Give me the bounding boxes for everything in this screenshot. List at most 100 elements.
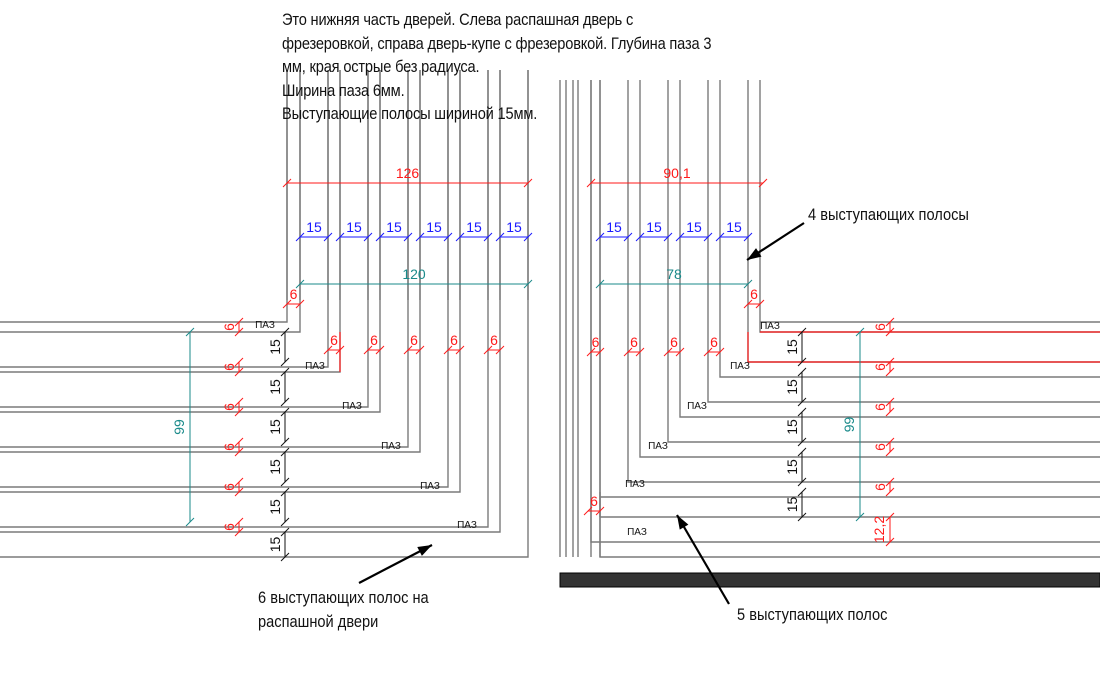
dim-tick [363, 345, 373, 355]
dim-value: 15 [784, 459, 800, 475]
dim-tick [415, 232, 425, 242]
dim-tick [595, 279, 605, 289]
dim-tick [885, 512, 895, 522]
strip-contour [0, 70, 288, 323]
dim-value: 6 [221, 483, 237, 491]
callout-right-bottom: 5 выступающих полос [737, 605, 888, 624]
dim-value: 15 [267, 419, 283, 435]
dim-value: 126 [396, 165, 420, 181]
dim-value: 15 [784, 339, 800, 355]
dim-tick [623, 347, 633, 357]
dim-tick [885, 367, 895, 377]
note-line: мм, края острые без радиуса. [282, 57, 480, 76]
dim-tick [363, 232, 373, 242]
dim-tick [234, 517, 244, 527]
dim-tick [495, 345, 505, 355]
dim-tick [234, 527, 244, 537]
dim-tick [523, 279, 533, 289]
dim-tick [335, 232, 345, 242]
dim-tick [280, 487, 290, 497]
groove-label: ПАЗ [625, 479, 645, 490]
dim-value: 15 [306, 219, 322, 235]
dim-value: 6 [410, 332, 418, 348]
dim-tick [885, 407, 895, 417]
dim-tick [282, 299, 292, 309]
dim-tick [797, 512, 807, 522]
dim-value: 6 [370, 332, 378, 348]
groove-label: ПАЗ [342, 401, 362, 412]
dim-tick [703, 232, 713, 242]
dim-tick [743, 232, 753, 242]
strip-contour [0, 70, 381, 413]
groove-label: ПАЗ [420, 481, 440, 492]
dim-tick [234, 317, 244, 327]
dim-tick [758, 178, 768, 188]
dim-value: 6 [221, 323, 237, 331]
dim-value: 15 [386, 219, 402, 235]
dim-value: 6 [450, 332, 458, 348]
dim-value: 6 [872, 403, 888, 411]
dim-tick [755, 299, 765, 309]
dim-tick [583, 506, 593, 516]
dim-tick [885, 327, 895, 337]
dim-tick [663, 347, 673, 357]
strip-contour [639, 80, 1100, 458]
dim-value: 6 [221, 363, 237, 371]
dim-tick [703, 347, 713, 357]
callout-right-top: 4 выступающих полосы [808, 205, 969, 224]
dim-value: 6 [590, 493, 598, 509]
dim-tick [623, 232, 633, 242]
dim-tick [403, 345, 413, 355]
dim-tick [495, 232, 505, 242]
dim-value: 15 [267, 537, 283, 553]
dim-value: 15 [267, 379, 283, 395]
dim-tick [234, 357, 244, 367]
dim-tick [295, 279, 305, 289]
groove-label: ПАЗ [648, 441, 668, 452]
dim-tick [885, 437, 895, 447]
dim-value: 15 [267, 339, 283, 355]
dim-tick [885, 447, 895, 457]
dim-tick [715, 232, 725, 242]
dim-tick [663, 232, 673, 242]
strip-contour [0, 70, 409, 448]
dim-tick [455, 232, 465, 242]
dim-tick [280, 437, 290, 447]
dim-value: 6 [330, 332, 338, 348]
dim-tick [523, 232, 533, 242]
dim-value: 90,1 [663, 165, 690, 181]
dim-value: 6 [221, 403, 237, 411]
dim-tick [280, 407, 290, 417]
dim-tick [280, 447, 290, 457]
dim-tick [280, 397, 290, 407]
dim-value: 6 [872, 443, 888, 451]
note-line: Это нижняя часть дверей. Слева распашная… [282, 10, 634, 29]
dim-tick [586, 178, 596, 188]
groove-label: ПАЗ [457, 520, 477, 531]
strip-contour [0, 70, 329, 368]
dim-tick [855, 512, 865, 522]
dim-tick [885, 357, 895, 367]
dim-tick [455, 345, 465, 355]
dim-tick [280, 327, 290, 337]
arrow-right-bottom-head [677, 515, 689, 530]
strip-contour [667, 80, 1100, 443]
dim-value: 15 [267, 459, 283, 475]
dim-value: 15 [686, 219, 702, 235]
dim-value: 12,2 [871, 516, 887, 543]
dim-tick [443, 232, 453, 242]
arrow-right-bottom [676, 514, 730, 605]
strip-contour [679, 80, 1100, 418]
dim-value: 15 [466, 219, 482, 235]
dim-tick [885, 317, 895, 327]
dim-tick [295, 232, 305, 242]
dim-tick [403, 232, 413, 242]
dim-tick [797, 487, 807, 497]
floor-bar [559, 572, 1100, 588]
strip-contour [0, 70, 421, 453]
groove-label: ПАЗ [730, 361, 750, 372]
dim-value: 99 [841, 417, 857, 433]
groove-label: ПАЗ [627, 527, 647, 538]
dim-tick [185, 517, 195, 527]
